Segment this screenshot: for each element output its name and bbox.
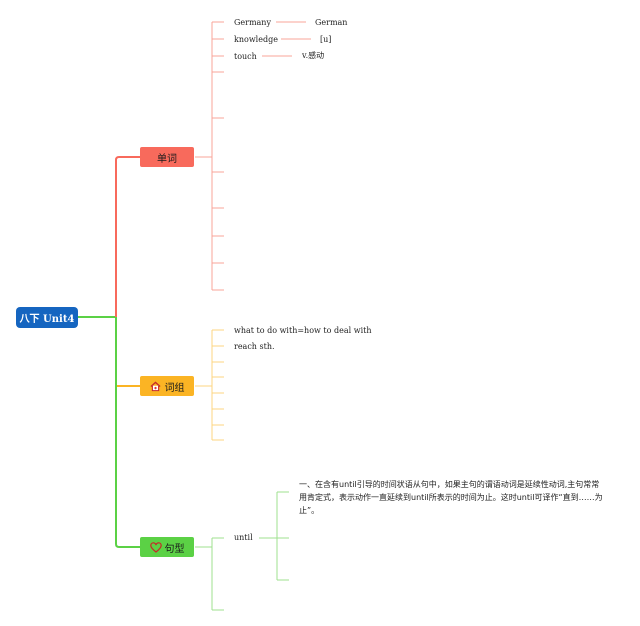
words-leaf-lines — [195, 21, 311, 291]
phrases-leaf-lines — [195, 329, 224, 441]
sentence-until-note: 一、在含有until引导的时间状语从句中，如果主句的谓语动词是延续性动词,主句常… — [299, 480, 603, 515]
phrase-item[interactable]: what to do with=how to deal with — [234, 326, 372, 335]
sentence-until[interactable]: until — [234, 533, 253, 542]
words-trunk — [115, 156, 140, 317]
branch-sentences-label: 句型 — [164, 543, 185, 555]
word-knowledge-meaning: [u] — [320, 35, 332, 44]
sentences-leaf-lines — [195, 491, 289, 611]
branch-phrases[interactable]: 词组 — [140, 376, 194, 396]
home-icon — [150, 380, 162, 392]
word-touch[interactable]: touch — [234, 52, 257, 61]
branch-sentences[interactable]: 句型 — [140, 537, 194, 557]
root-label: 八下 Unit4 — [19, 314, 75, 325]
branch-words-label: 单词 — [157, 153, 177, 165]
root-node[interactable]: 八下 Unit4 — [16, 307, 78, 328]
branch-words[interactable]: 单词 — [140, 147, 194, 167]
word-touch-meaning: v.感动 — [302, 51, 325, 60]
word-germany[interactable]: Germany — [234, 18, 271, 27]
phrase-item[interactable]: reach sth. — [234, 342, 275, 351]
branch-phrases-label: 词组 — [164, 382, 185, 394]
word-germany-meaning: German — [315, 18, 348, 27]
phrases-trunk — [115, 317, 140, 387]
sentences-trunk — [115, 317, 140, 548]
heart-icon — [149, 541, 162, 553]
word-knowledge[interactable]: knowledge — [234, 35, 278, 44]
